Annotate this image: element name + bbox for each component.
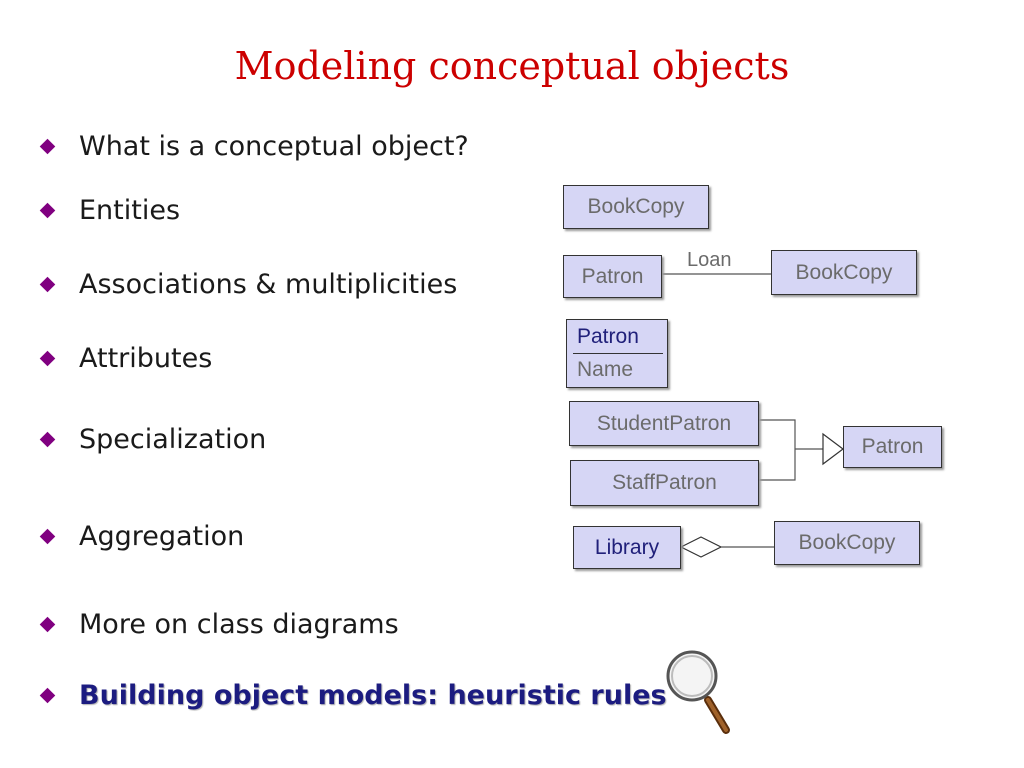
aggregate-part-box[interactable]: BookCopy — [774, 521, 920, 565]
bullet-text: More on class diagrams — [79, 609, 399, 640]
association-left-class-box[interactable]: Patron — [563, 255, 662, 298]
bullet-text: What is a conceptual object? — [79, 131, 469, 162]
association-right-class-box[interactable]: BookCopy — [771, 250, 917, 295]
class-name: Patron — [581, 264, 644, 288]
class-name: BookCopy — [587, 195, 685, 218]
aggregation-diamond-icon — [679, 536, 723, 558]
subclass-box-staff[interactable]: StaffPatron — [570, 460, 759, 506]
superclass-box[interactable]: Patron — [843, 426, 942, 468]
attribute-name: Name — [577, 358, 634, 381]
bullet-item: Specialization — [39, 424, 267, 455]
entity-class-box[interactable]: BookCopy — [563, 185, 709, 229]
class-name: BookCopy — [798, 531, 896, 554]
class-name: BookCopy — [795, 260, 893, 284]
bullet-item: Aggregation — [39, 521, 245, 552]
magnifying-glass-icon[interactable] — [664, 648, 736, 740]
bullet-text: Associations & multiplicities — [79, 269, 458, 300]
bullet-text: Specialization — [79, 424, 267, 455]
bullet-item: Entities — [39, 195, 181, 226]
slide-title: Modeling conceptual objects — [234, 44, 790, 88]
bullet-text: Aggregation — [79, 521, 245, 552]
aggregate-whole-box[interactable]: Library — [573, 526, 681, 569]
class-name: Library — [594, 535, 660, 559]
class-name: Patron — [577, 325, 639, 348]
class-name: StaffPatron — [612, 471, 717, 494]
bullet-item: Attributes — [39, 343, 213, 374]
class-name: StudentPatron — [596, 411, 732, 435]
inheritance-triangle-icon — [822, 432, 844, 466]
subclass-box-student[interactable]: StudentPatron — [569, 401, 759, 446]
bullet-item: More on class diagrams — [39, 609, 399, 640]
association-label: Loan — [687, 249, 732, 271]
attribute-class-box[interactable]: Patron Name — [566, 319, 668, 388]
bullet-item-highlighted[interactable]: Building object models: heuristic rules — [39, 680, 667, 711]
bullet-text: Attributes — [79, 343, 213, 374]
compartment-divider — [573, 353, 663, 354]
bullet-item: Associations & multiplicities — [39, 269, 458, 300]
class-name: Patron — [861, 435, 924, 458]
bullet-text: Entities — [79, 195, 181, 226]
specialization-bracket — [759, 419, 796, 481]
bullet-text[interactable]: Building object models: heuristic rules — [79, 680, 667, 711]
bullet-item: What is a conceptual object? — [39, 131, 469, 162]
